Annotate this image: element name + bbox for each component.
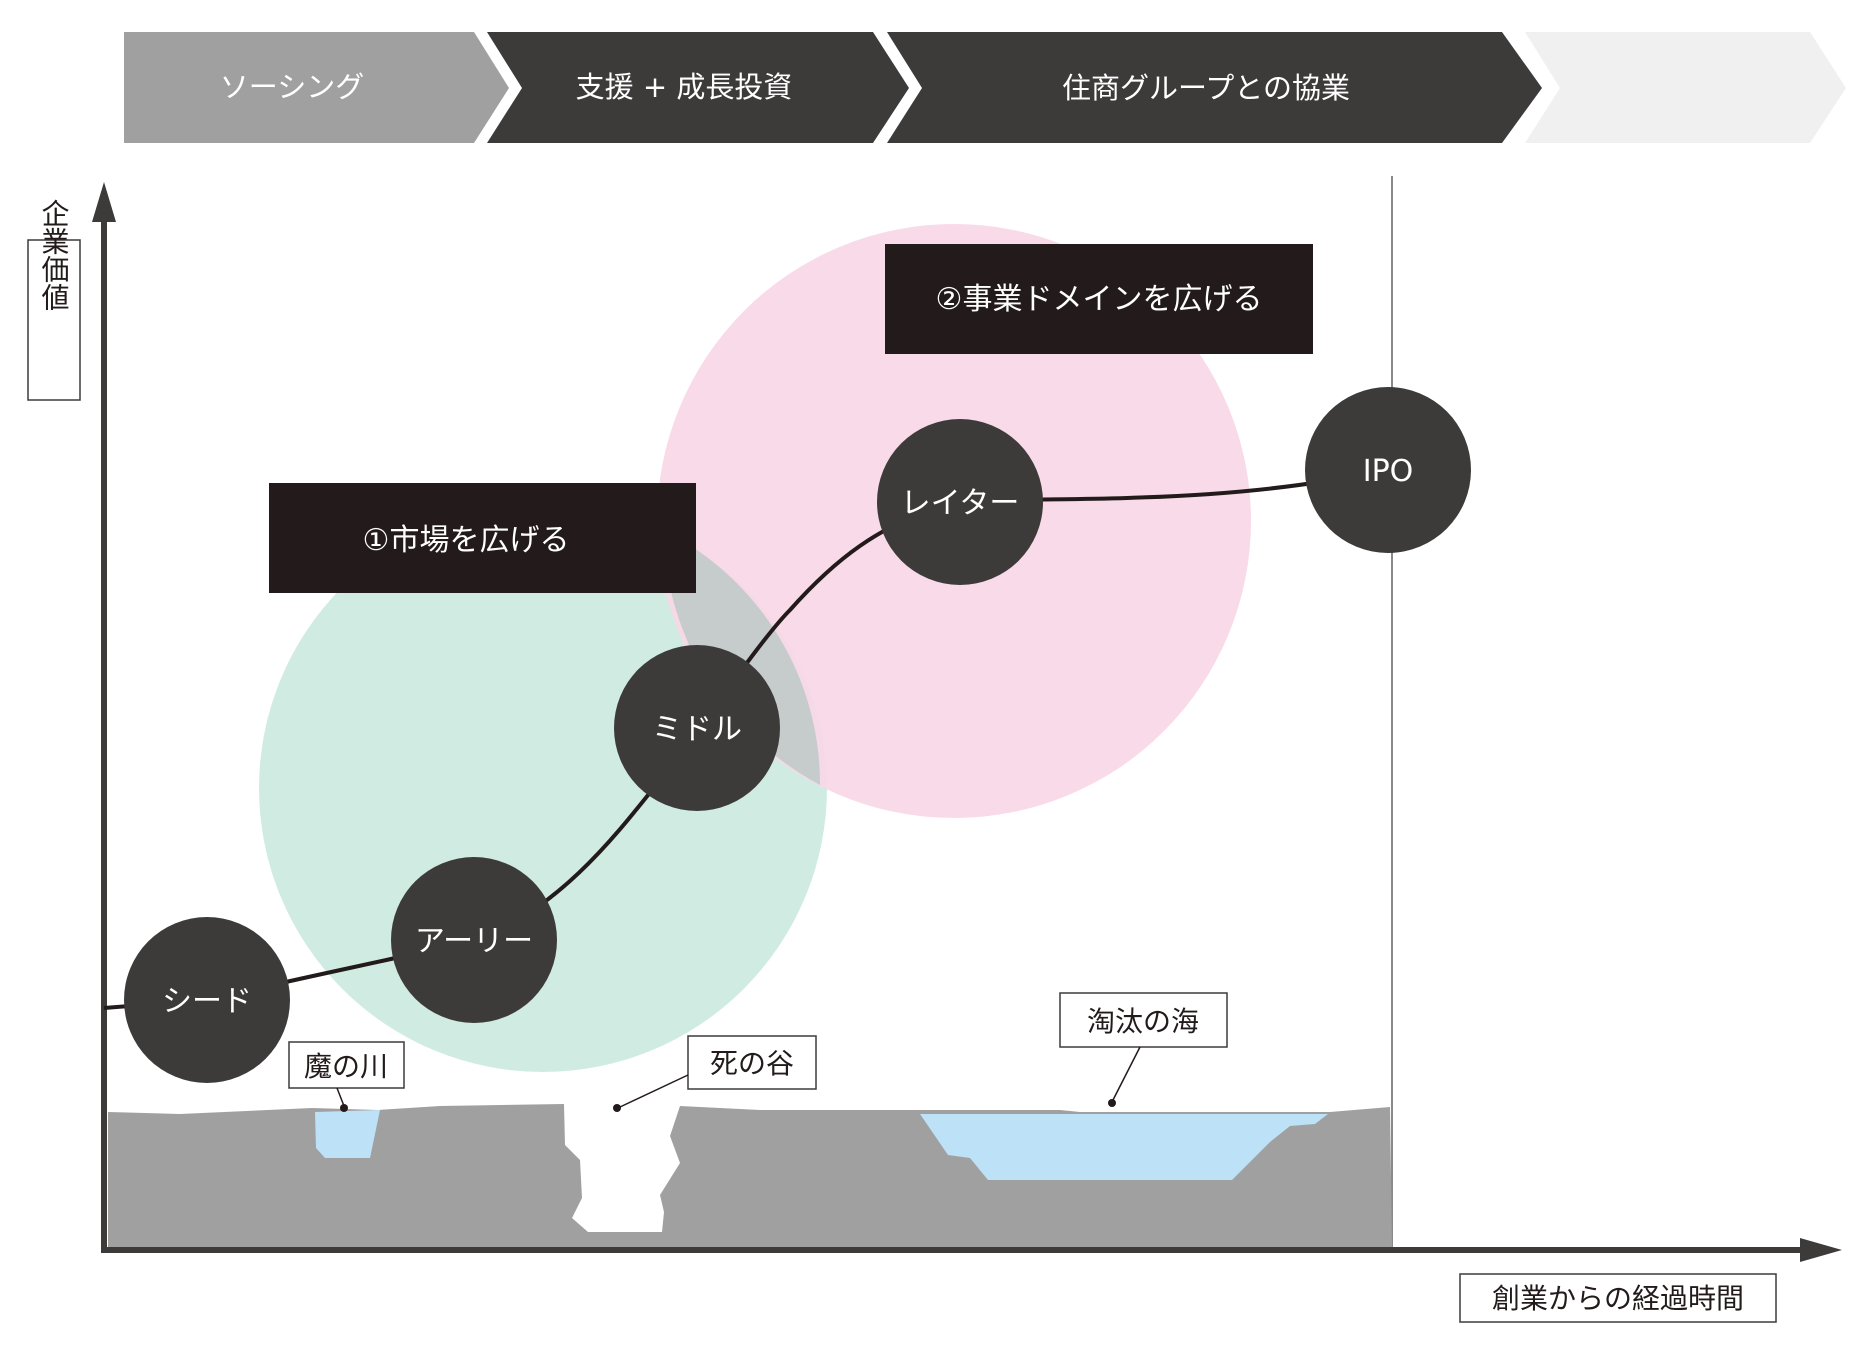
x-axis-arrowhead <box>1800 1238 1842 1262</box>
stage-circle-seed <box>124 917 290 1083</box>
stage-label-ipo: IPO <box>1363 454 1414 489</box>
callout-domain-expansion: ②事業ドメインを広げる <box>885 244 1313 354</box>
callout-market-expansion-text: ①市場を広げる <box>363 523 570 558</box>
hazard-river-label: 魔の川 <box>304 1050 388 1083</box>
stage-node-later: レイター <box>877 419 1043 585</box>
stage-circle-ipo <box>1305 387 1471 553</box>
phase-label-support-investment: 支援 + 成長投資 <box>576 70 793 104</box>
stage-node-early: アーリー <box>391 857 557 1023</box>
x-axis-label-box <box>1459 1273 1777 1323</box>
callout-domain-expansion-text: ②事業ドメインを広げる <box>936 282 1263 317</box>
hazard-river-box <box>288 1041 405 1089</box>
stage-label-later: レイター <box>901 486 1020 521</box>
x-axis-label: 創業からの経過時間 <box>1459 1273 1777 1323</box>
phase-label-sourcing: ソーシング <box>220 70 364 104</box>
axes <box>92 182 1842 1262</box>
stage-label-middle: ミドル <box>652 712 742 747</box>
callout-market-expansion-box <box>269 483 696 593</box>
hazard-valley-leader <box>619 1074 689 1108</box>
river-water <box>315 1110 380 1158</box>
stage-node-middle: ミドル <box>614 645 780 811</box>
hazard-valley-box <box>687 1035 817 1090</box>
hazard-valley-label: 死の谷 <box>710 1047 794 1080</box>
phase-band: ソーシング 支援 + 成長投資 住商グループとの協業 <box>124 32 1846 143</box>
stage-node-seed: シード <box>124 917 290 1083</box>
sea-water <box>920 1114 1328 1180</box>
y-axis-label-text: 企業価値 <box>38 199 71 311</box>
hazard-sea: 淘汰の海 <box>1059 992 1228 1107</box>
circle-overlap-area <box>663 530 821 785</box>
phase-label-group-collaboration: 住商グループとの協業 <box>1062 71 1350 105</box>
hazard-river: 魔の川 <box>288 1041 405 1112</box>
phase-arrow-support-investment <box>487 32 909 143</box>
phase-arrow-blank <box>1525 32 1846 143</box>
hazard-sea-box <box>1059 992 1228 1048</box>
stage-label-seed: シード <box>162 984 252 1019</box>
hazard-river-marker <box>340 1104 348 1112</box>
y-axis-label-box <box>27 239 81 401</box>
phase-arrow-group-collaboration <box>887 32 1542 143</box>
stage-circle-middle <box>614 645 780 811</box>
hazard-valley: 死の谷 <box>613 1035 817 1112</box>
stage-circle-early <box>391 857 557 1023</box>
callout-market-expansion: ①市場を広げる <box>269 483 696 593</box>
stage-label-early: アーリー <box>415 924 533 959</box>
hazard-sea-marker <box>1108 1099 1116 1107</box>
hazard-sea-label: 淘汰の海 <box>1087 1005 1199 1038</box>
x-axis-label-text: 創業からの経過時間 <box>1492 1282 1744 1315</box>
hazard-sea-leader <box>1112 1046 1141 1101</box>
stage-node-ipo: IPO <box>1305 387 1471 553</box>
phase-arrow-sourcing <box>124 32 509 143</box>
hazard-river-leader <box>336 1087 345 1107</box>
callout-domain-expansion-box <box>885 244 1313 354</box>
y-axis-label: 企業価値 <box>27 199 81 401</box>
stage-circle-later <box>877 419 1043 585</box>
hazard-valley-marker <box>613 1104 621 1112</box>
y-axis-arrowhead <box>92 182 116 222</box>
